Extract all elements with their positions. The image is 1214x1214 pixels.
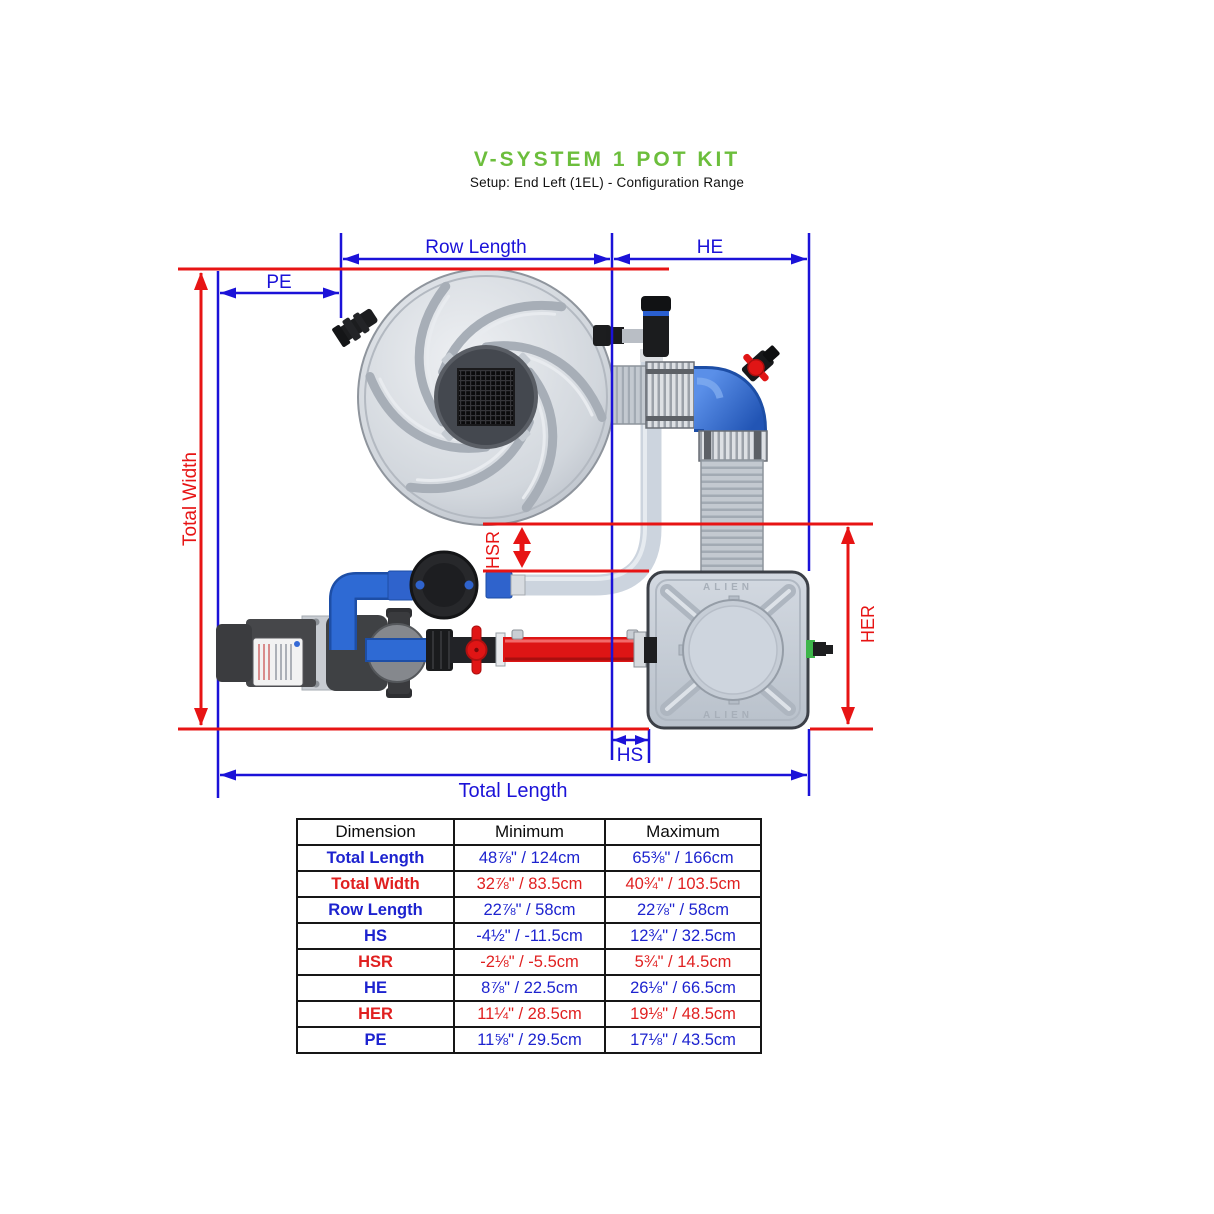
reel-hub bbox=[434, 345, 538, 449]
outlet-corrugated-pipe bbox=[611, 365, 647, 425]
table-row: Total Length 48⅞" / 124cm 65⅜" / 166cm bbox=[296, 844, 762, 872]
dim-max: 17⅛" / 43.5cm bbox=[604, 1026, 762, 1054]
dim-min: 48⅞" / 124cm bbox=[453, 844, 606, 872]
dim-max: 19⅛" / 48.5cm bbox=[604, 1000, 762, 1028]
reel-mesh-grate bbox=[457, 368, 515, 426]
table-row: Total Width 32⅞" / 83.5cm 40¾" / 103.5cm bbox=[296, 870, 762, 898]
pot-brand-top: ALIEN bbox=[703, 582, 753, 593]
dimension-table: Dimension Minimum Maximum Total Length 4… bbox=[296, 818, 762, 1054]
dim-name: HER bbox=[296, 1000, 455, 1028]
dim-name: HS bbox=[296, 922, 455, 950]
dim-min: -4½" / -11.5cm bbox=[453, 922, 606, 950]
pump bbox=[216, 608, 427, 698]
table-row: Row Length 22⅞" / 58cm 22⅞" / 58cm bbox=[296, 896, 762, 924]
silver-stub-pipe bbox=[510, 574, 526, 596]
reel-inlet-barb-fitting bbox=[332, 308, 378, 347]
tee-blue-band bbox=[643, 311, 669, 316]
drop-corrugated-pipe bbox=[700, 459, 764, 575]
table-row: PE 11⅝" / 29.5cm 17⅛" / 43.5cm bbox=[296, 1026, 762, 1054]
label-total-width: Total Width bbox=[180, 452, 201, 546]
aqua-valve bbox=[409, 550, 479, 620]
pot-lid bbox=[678, 595, 784, 705]
dim-min: 11¼" / 28.5cm bbox=[453, 1000, 606, 1028]
dim-min: 11⅝" / 29.5cm bbox=[453, 1026, 606, 1054]
table-row: HSR -2⅛" / -5.5cm 5¾" / 14.5cm bbox=[296, 948, 762, 976]
dim-name: Total Length bbox=[296, 844, 455, 872]
pump-label bbox=[252, 637, 304, 687]
dim-name: Row Length bbox=[296, 896, 455, 924]
dim-name: Total Width bbox=[296, 870, 455, 898]
pump-outlet-blue-pipe bbox=[365, 638, 431, 662]
page-title: V-SYSTEM 1 POT KIT bbox=[473, 148, 741, 171]
dim-min: 32⅞" / 83.5cm bbox=[453, 870, 606, 898]
table-header-row: Dimension Minimum Maximum bbox=[296, 818, 762, 846]
pump-motor-cap bbox=[216, 624, 252, 682]
label-pe: PE bbox=[266, 272, 291, 293]
pot-right-fitting bbox=[806, 640, 833, 658]
label-hs: HS bbox=[617, 745, 643, 766]
pot: ALIEN ALIEN bbox=[646, 570, 833, 730]
label-total-length: Total Length bbox=[459, 780, 568, 802]
dim-name: HSR bbox=[296, 948, 455, 976]
configuration-diagram: ALIEN ALIEN bbox=[178, 233, 878, 802]
table-row: HER 11¼" / 28.5cm 19⅛" / 48.5cm bbox=[296, 1000, 762, 1028]
table-row: HE 8⅞" / 22.5cm 26⅛" / 66.5cm bbox=[296, 974, 762, 1002]
tee-fitting bbox=[606, 296, 671, 357]
page-subtitle: Setup: End Left (1EL) - Configuration Ra… bbox=[469, 175, 745, 191]
inlet-plumbing bbox=[329, 550, 526, 650]
dimension-lines: Row Length HE PE HS Total Length Total W… bbox=[178, 233, 878, 802]
hose-reel bbox=[332, 269, 624, 525]
dim-name: HE bbox=[296, 974, 455, 1002]
dim-max: 5¾" / 14.5cm bbox=[604, 948, 762, 976]
pot-inlet-fitting bbox=[644, 637, 657, 663]
valve-outlet-fitting bbox=[485, 571, 513, 599]
label-hsr: HSR bbox=[483, 531, 503, 569]
dim-max: 26⅛" / 66.5cm bbox=[604, 974, 762, 1002]
ball-valve-on-elbow bbox=[741, 345, 780, 382]
label-her: HER bbox=[858, 605, 878, 643]
dim-max: 65⅜" / 166cm bbox=[604, 844, 762, 872]
dim-min: 8⅞" / 22.5cm bbox=[453, 974, 606, 1002]
outlet-assembly bbox=[611, 345, 780, 575]
pot-brand-bottom: ALIEN bbox=[703, 710, 753, 721]
dim-min: 22⅞" / 58cm bbox=[453, 896, 606, 924]
red-ball-valve bbox=[465, 625, 488, 675]
title-block: V-SYSTEM 1 POT KIT Setup: End Left (1EL)… bbox=[0, 148, 1214, 190]
dim-name: PE bbox=[296, 1026, 455, 1054]
dim-max: 12¾" / 32.5cm bbox=[604, 922, 762, 950]
table-row: HS -4½" / -11.5cm 12¾" / 32.5cm bbox=[296, 922, 762, 950]
dim-min: -2⅛" / -5.5cm bbox=[453, 948, 606, 976]
dim-max: 22⅞" / 58cm bbox=[604, 896, 762, 924]
dim-max: 40¾" / 103.5cm bbox=[604, 870, 762, 898]
header-dimension: Dimension bbox=[296, 818, 455, 846]
label-he: HE bbox=[697, 237, 723, 258]
outlet-plumbing bbox=[365, 625, 657, 675]
header-minimum: Minimum bbox=[453, 818, 606, 846]
machine: ALIEN ALIEN bbox=[216, 269, 833, 730]
label-row-length: Row Length bbox=[425, 237, 526, 258]
header-maximum: Maximum bbox=[604, 818, 762, 846]
